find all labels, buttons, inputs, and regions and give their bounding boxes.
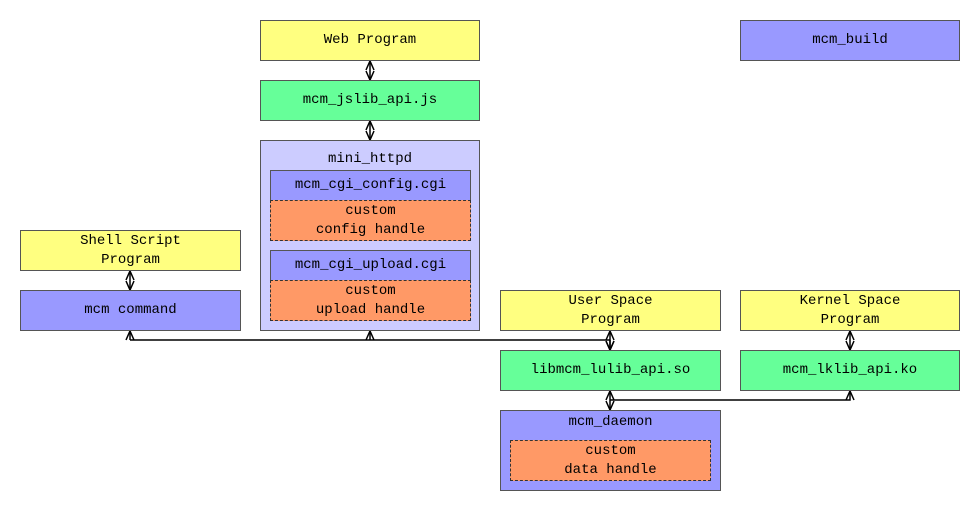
cgi-config-box: mcm_cgi_config.cgi [270, 170, 471, 201]
mcm-command-box: mcm command [20, 290, 241, 331]
kernel-space-box: Kernel Space Program [740, 290, 960, 331]
lklib-box: mcm_lklib_api.ko [740, 350, 960, 391]
mini-httpd-container: mini_httpd mcm_cgi_config.cgi custom con… [260, 140, 480, 331]
lulib-box: libmcm_lulib_api.so [500, 350, 721, 391]
bus-daemon-lklib [610, 389, 855, 401]
custom-upload-box: custom upload handle [270, 280, 471, 321]
mcm-daemon-container: mcm_daemon custom data handle [500, 410, 721, 491]
mini-httpd-title: mini_httpd [327, 151, 412, 167]
web-program-box: Web Program [260, 20, 480, 61]
shell-script-box: Shell Script Program [20, 230, 241, 271]
mcm-daemon-title: mcm_daemon [568, 414, 653, 430]
custom-config-box: custom config handle [270, 200, 471, 241]
cgi-upload-box: mcm_cgi_upload.cgi [270, 250, 471, 281]
jslib-box: mcm_jslib_api.js [260, 80, 480, 121]
user-space-box: User Space Program [500, 290, 721, 331]
custom-data-box: custom data handle [510, 440, 711, 481]
mcm-build-box: mcm_build [740, 20, 960, 61]
